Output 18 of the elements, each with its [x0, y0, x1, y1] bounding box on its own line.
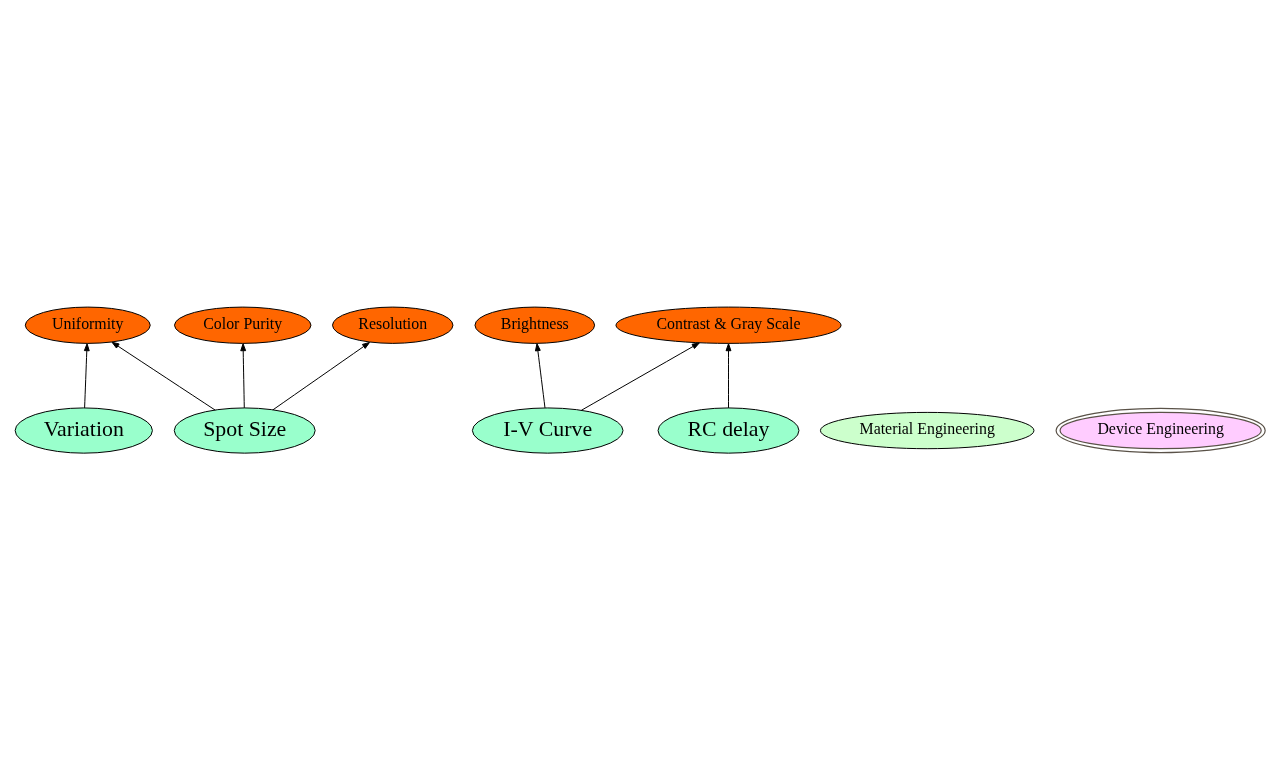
arrow: [725, 342, 732, 408]
arrow: [83, 342, 90, 408]
node-ellipse: Brightness: [474, 306, 596, 344]
node-ellipse: Resolution: [332, 306, 454, 344]
arrow: [534, 342, 546, 408]
node-ellipse: Uniformity: [24, 306, 151, 344]
arrow: [111, 341, 216, 411]
node-ellipse: RC delay: [657, 406, 800, 454]
arrow: [580, 341, 700, 411]
node-ellipse: Material Engineering: [819, 411, 1035, 449]
arrow: [240, 342, 247, 408]
arrow: [272, 341, 370, 410]
node-ellipse: Spot Size: [173, 406, 316, 454]
node-ellipse: Color Purity: [174, 306, 312, 344]
node-ellipse: I-V Curve: [471, 406, 624, 454]
node-ellipse: Contrast & Gray Scale: [615, 306, 842, 344]
node-ellipse: Variation: [14, 406, 153, 454]
node-ellipse: Device Engineering: [1055, 407, 1266, 453]
